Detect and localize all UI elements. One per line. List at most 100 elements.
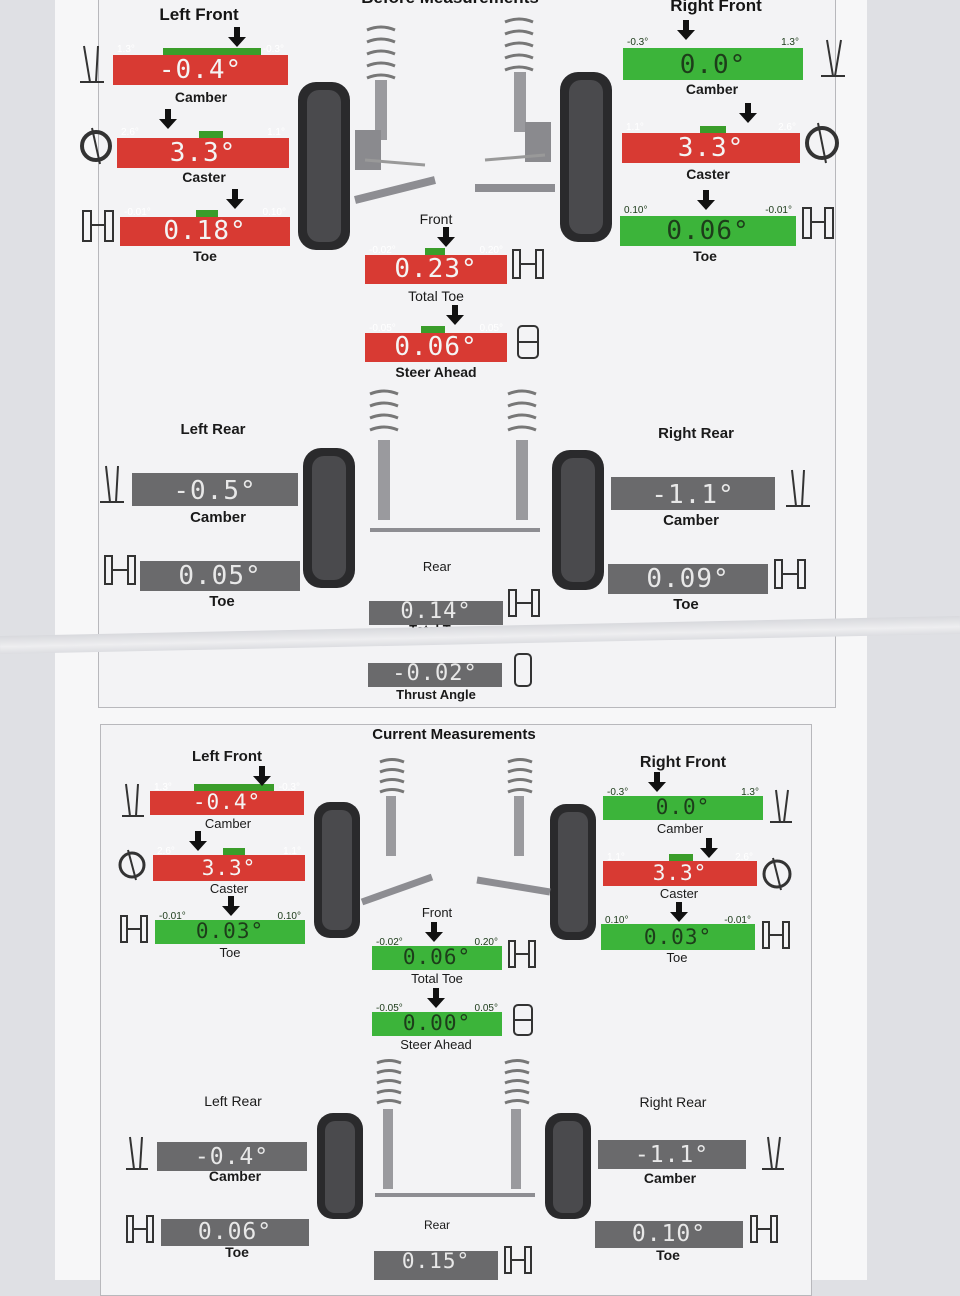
gauge-label: Toe — [219, 945, 241, 960]
current-lr-toe-gauge: 0.06° — [161, 1210, 309, 1246]
gauge-value: -0.02° — [392, 661, 478, 686]
gauge-label: Total Toe — [411, 971, 463, 986]
gauge-label: Total Toe — [408, 288, 464, 304]
caster-wheel-icon — [118, 849, 146, 881]
toe-axle-icon — [104, 555, 136, 585]
range-max: -0.3° — [262, 44, 284, 55]
gauge-value: 0.06° — [402, 945, 472, 969]
gauge-value: 3.3° — [652, 861, 708, 885]
current-right-front-title: Right Front — [639, 754, 727, 771]
gauge-label: Caster — [686, 166, 730, 182]
current-left-front-title: Left Front — [192, 748, 262, 765]
gauge-label: Thrust Angle — [396, 687, 476, 702]
gauge-value: 3.3° — [201, 856, 257, 880]
range-min: 1.3° — [154, 782, 172, 793]
range-max: 2.6° — [778, 122, 796, 133]
range-min: 0.10° — [605, 915, 629, 926]
gauge-label: Toe — [225, 1244, 249, 1260]
gauge-label: Camber — [656, 821, 704, 836]
gauge-value: -0.4° — [194, 1144, 270, 1170]
current-lf-caster-gauge: 2.6° 1.1° 3.3° — [153, 846, 305, 881]
rear-total-toe-icon — [504, 1246, 532, 1274]
before-left-front-title: Left Front — [159, 5, 239, 24]
camber-wheel-icon — [821, 39, 845, 77]
before-right-rear-title: Right Rear — [658, 425, 734, 442]
range-min: -0.02° — [376, 937, 403, 948]
before-right-front-title: Right Front — [670, 0, 762, 15]
toe-axle-icon — [774, 559, 806, 589]
gauge-value: -1.1° — [634, 1142, 710, 1168]
thrust-angle-car-icon — [514, 653, 532, 687]
before-rf-camber-gauge: -0.3° 1.3° 0.0° — [623, 37, 803, 80]
range-min: -0.01° — [159, 911, 186, 922]
range-min: 1.3° — [117, 44, 135, 55]
toe-axle-icon — [802, 207, 834, 239]
range-max: 2.6° — [735, 852, 753, 863]
before-panel-title: Before Measurements — [361, 0, 539, 8]
gauge-label: Caster — [209, 881, 249, 896]
gauge-value: 0.06° — [666, 216, 750, 246]
gauge-value: 0.14° — [400, 599, 472, 624]
range-min: -0.3° — [607, 787, 629, 798]
total-toe-axle-icon — [512, 249, 544, 279]
range-min: -0.3° — [627, 37, 649, 48]
rear-suspension-illustration — [303, 389, 604, 590]
range-max: -0.01° — [765, 205, 792, 216]
before-steer-ahead-gauge: -0.05° 0.05° 0.06° — [365, 323, 507, 362]
gauge-value: 0.23° — [394, 254, 478, 284]
gauge-value: 0.06° — [394, 332, 478, 362]
gauge-label: Camber — [190, 509, 246, 526]
gauge-label: Camber — [643, 1170, 697, 1186]
gauge-label: Toe — [193, 248, 217, 264]
range-min: 0.10° — [624, 205, 648, 216]
range-max: -0.3° — [278, 782, 300, 793]
rear-suspension-illustration — [317, 1059, 591, 1219]
gauge-label: Toe — [666, 950, 688, 965]
caster-wheel-icon — [805, 122, 839, 164]
toe-axle-icon — [762, 921, 790, 949]
front-suspension-illustration — [314, 758, 596, 940]
range-max: 1.1° — [267, 127, 285, 138]
gauge-label: Camber — [174, 89, 228, 105]
gauge-label: Toe — [693, 248, 717, 264]
gauge-label: Camber — [204, 816, 252, 831]
gauge-value: 0.06° — [197, 1219, 273, 1245]
gauge-label: Camber — [663, 512, 719, 529]
current-rf-camber-gauge: -0.3° 1.3° 0.0° — [603, 787, 763, 820]
toe-axle-icon — [126, 1215, 154, 1243]
caster-wheel-icon — [762, 857, 792, 891]
gauge-value: 3.3° — [677, 133, 745, 163]
rear-axle-title: Rear — [423, 1218, 451, 1232]
current-rear-total-toe-gauge: 0.15° — [374, 1242, 498, 1280]
range-min: 1.1° — [626, 122, 644, 133]
camber-wheel-icon — [122, 783, 144, 817]
range-min: 2.6° — [157, 846, 175, 857]
gauge-label: Camber — [685, 81, 739, 97]
gauge-value: 0.0° — [679, 50, 747, 80]
front-suspension-illustration — [298, 17, 612, 250]
camber-wheel-icon — [762, 1136, 784, 1170]
range-max: 1.1° — [283, 846, 301, 857]
gauge-label: Steer Ahead — [400, 1037, 472, 1052]
gauge-value: -0.4° — [192, 790, 262, 814]
front-axle-title: Front — [421, 905, 453, 920]
steer-ahead-car-icon — [513, 1004, 533, 1036]
toe-axle-icon — [120, 915, 148, 943]
before-lr-camber-gauge: -0.5° — [132, 462, 298, 506]
gauge-label: Toe — [209, 593, 235, 610]
camber-wheel-icon — [786, 469, 810, 507]
before-rr-toe-gauge: 0.09° — [608, 554, 768, 594]
gauge-label: Caster — [659, 886, 699, 901]
camber-wheel-icon — [80, 45, 104, 83]
before-rear-total-toe-gauge: 0.14° — [369, 592, 503, 625]
front-axle-title: Front — [419, 211, 453, 227]
gauge-label: Toe — [673, 596, 699, 613]
range-min: 1.1° — [607, 852, 625, 863]
gauge-value: -1.1° — [651, 480, 735, 510]
current-rr-camber-gauge: -1.1° — [598, 1131, 746, 1169]
gauge-value: -0.5° — [173, 476, 257, 506]
current-lf-toe-gauge: -0.01° 0.10° 0.03° — [155, 911, 305, 944]
gauge-value: -0.4° — [158, 55, 243, 85]
before-left-rear-title: Left Rear — [180, 421, 246, 438]
current-lr-camber-gauge: -0.4° — [157, 1133, 307, 1171]
